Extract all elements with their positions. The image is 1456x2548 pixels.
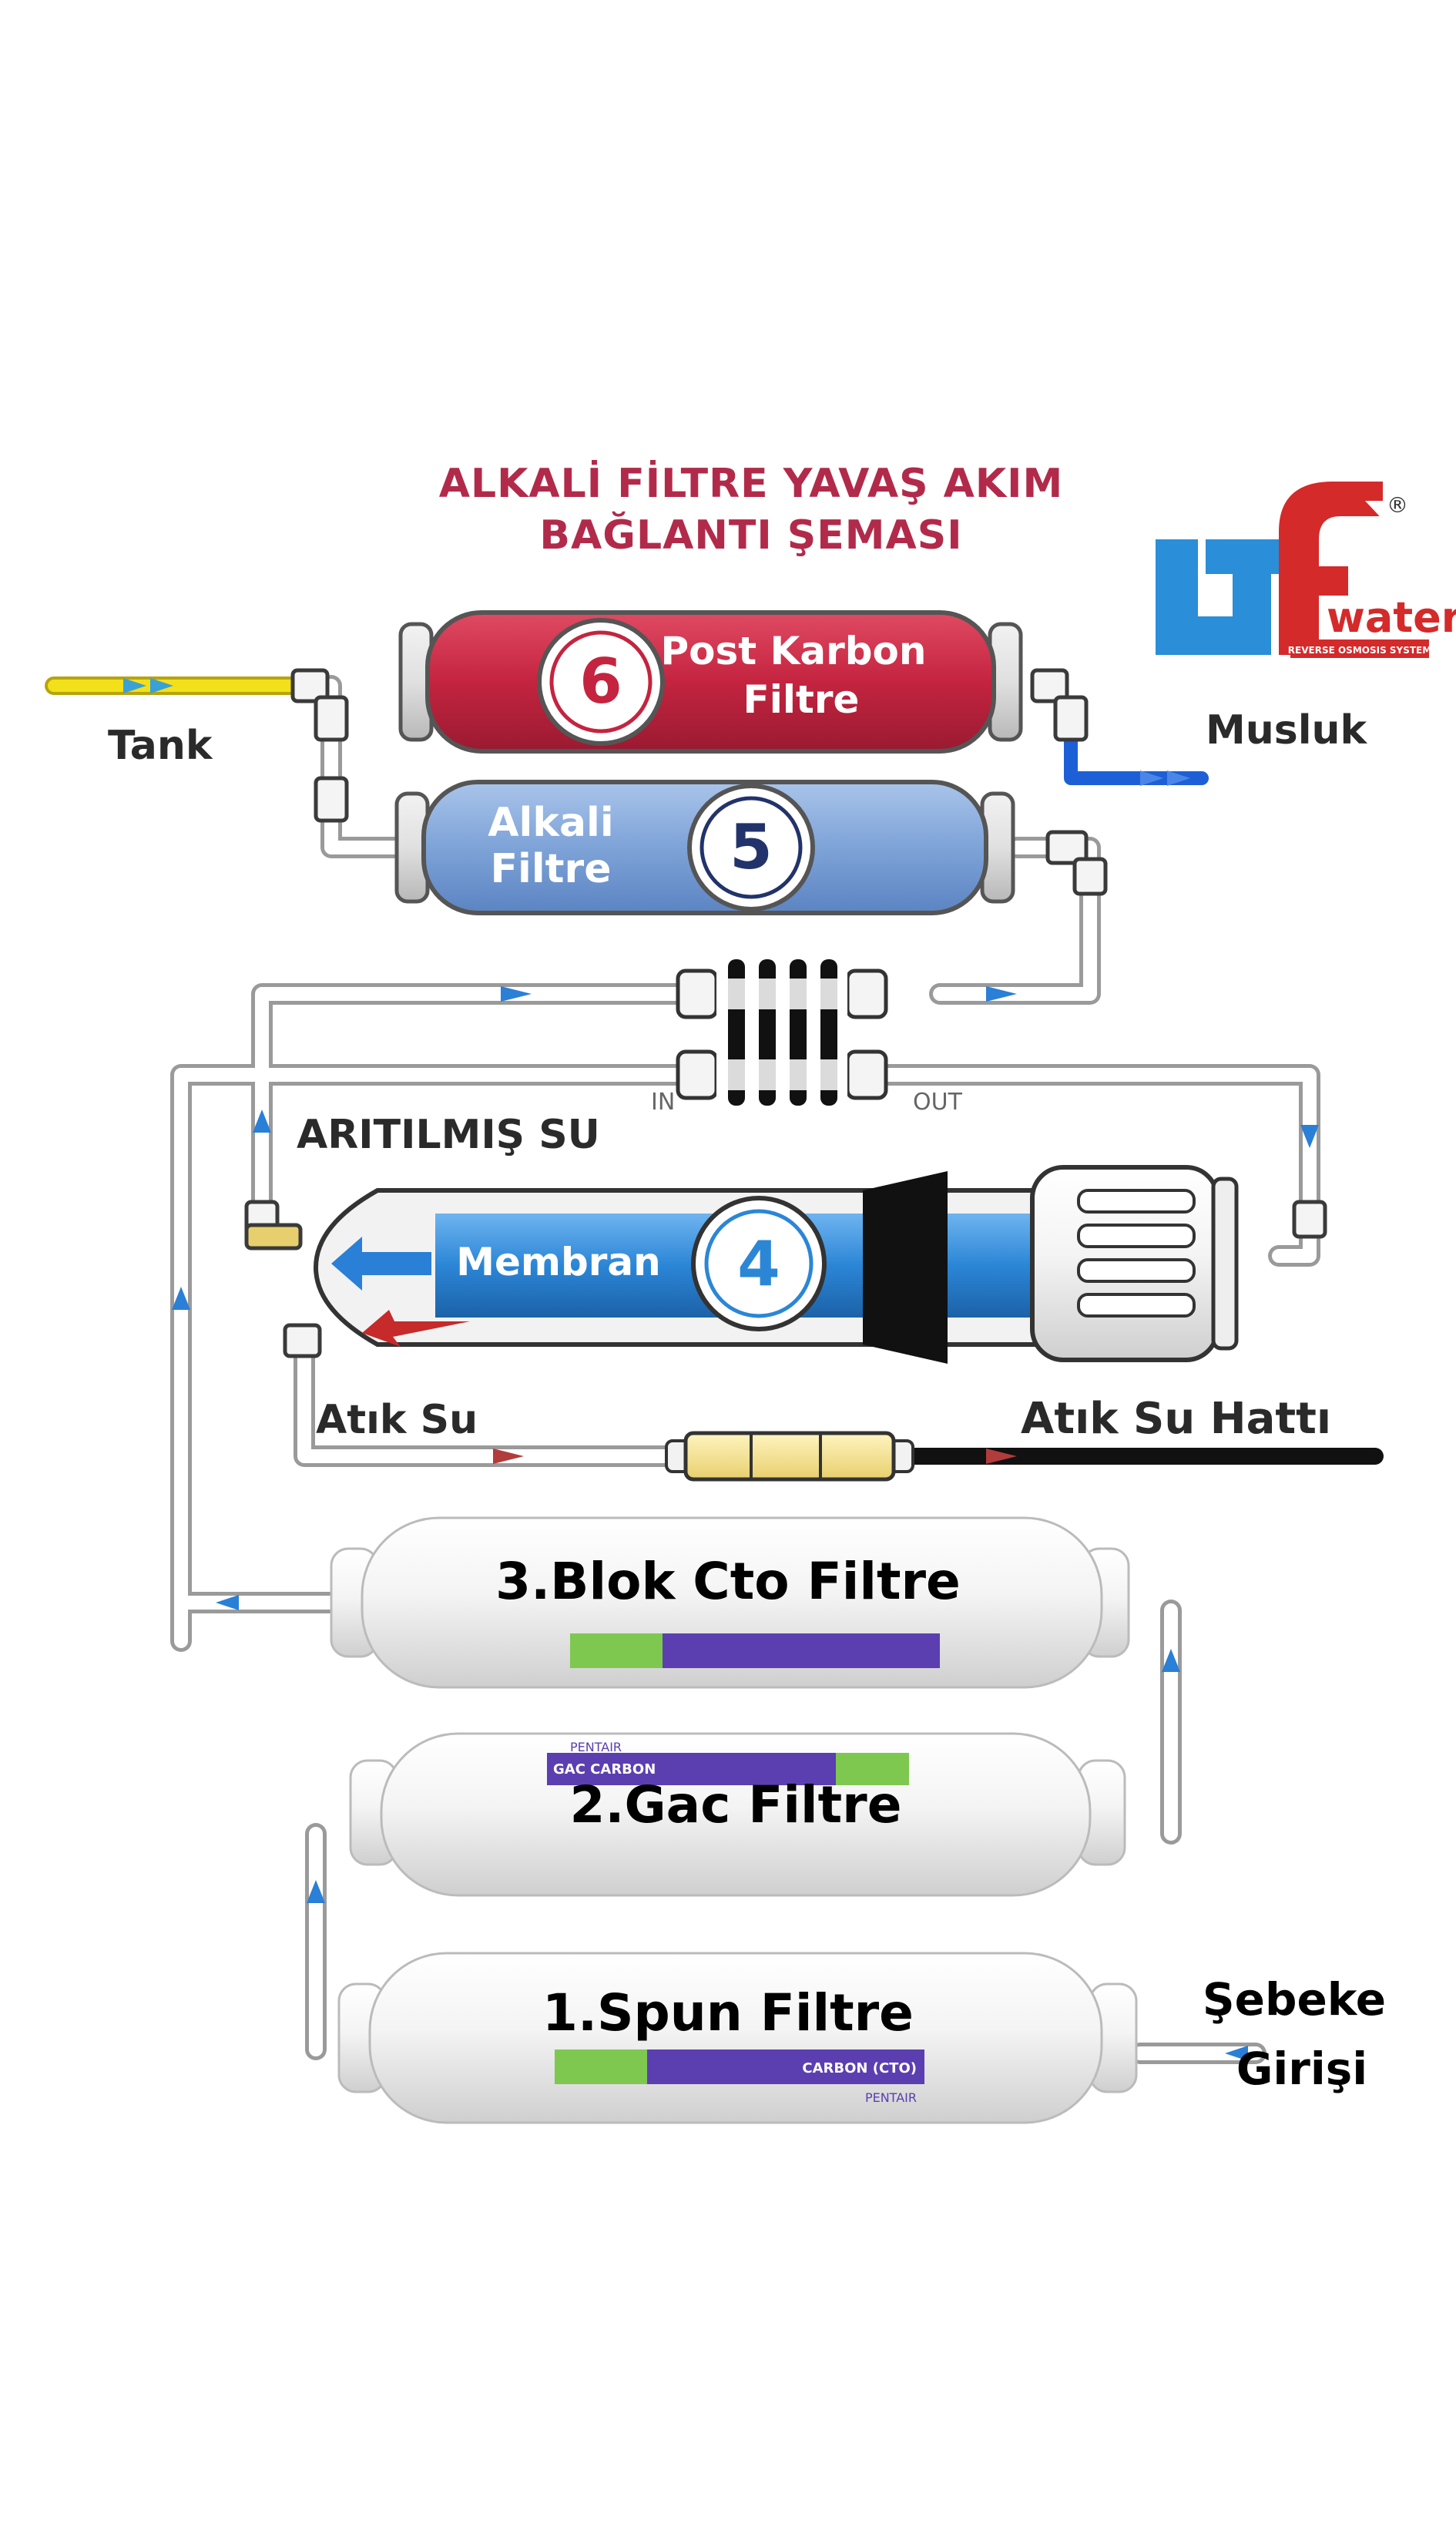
filter-6-label-1: Post Karbon xyxy=(661,629,927,673)
filter-5-alkali: 5 Alkali Filtre xyxy=(394,780,1015,915)
filter-1-product: CARBON (CTO) xyxy=(802,2060,917,2076)
tank-label: Tank xyxy=(108,723,213,769)
flow-arrows xyxy=(123,678,1319,2061)
filter-2-label: 2.Gac Filtre xyxy=(570,1775,902,1835)
filter-5-number: 5 xyxy=(730,811,773,883)
flow-manifold: IN OUT xyxy=(651,959,963,1116)
filter-4-membran: 4 Membran xyxy=(313,1165,1239,1364)
filter-6-label-2: Filtre xyxy=(743,677,860,722)
title-line-2: BAĞLANTI ŞEMASI xyxy=(539,511,962,559)
musluk-label: Musluk xyxy=(1206,707,1368,754)
aritilmis-su-label: ARITILMIŞ SU xyxy=(297,1112,600,1158)
manifold-in-label: IN xyxy=(651,1089,675,1116)
filter-6-number: 6 xyxy=(579,646,622,717)
filter-2-gac: PENTAIR GAC CARBON 2.Gac Filtre xyxy=(349,1732,1126,1897)
waste-flow-restrictor xyxy=(665,1431,914,1482)
filter-3-label: 3.Blok Cto Filtre xyxy=(495,1552,961,1611)
filter-2-product: GAC CARBON xyxy=(553,1761,656,1778)
filter-3-blok-cto: 3.Blok Cto Filtre xyxy=(330,1516,1130,1689)
filter-1-brand: PENTAIR xyxy=(865,2090,917,2105)
atik-su-label: Atık Su xyxy=(316,1397,478,1443)
logo-word: water xyxy=(1327,593,1456,642)
filter-4-number: 4 xyxy=(737,1228,780,1300)
sebeke-label-2: Girişi xyxy=(1236,2043,1367,2095)
filter-6-post-karbon: 6 Post Karbon Filtre xyxy=(398,610,1023,754)
filter-2-brand: PENTAIR xyxy=(570,1740,622,1754)
filter-4-label: Membran xyxy=(456,1240,661,1284)
manifold-out-label: OUT xyxy=(913,1089,963,1116)
filter-5-label-2: Filtre xyxy=(491,846,612,892)
filter-1-spun: CARBON (CTO) PENTAIR 1.Spun Filtre xyxy=(337,1952,1138,2124)
atik-su-hatti-label: Atık Su Hattı xyxy=(1021,1394,1331,1444)
ltf-water-logo: ® water REVERSE OSMOSIS SYSTEM xyxy=(1156,482,1456,658)
title-line-1: ALKALİ FİLTRE YAVAŞ AKIM xyxy=(439,460,1064,507)
logo-registered: ® xyxy=(1387,492,1408,518)
sebeke-label-1: Şebeke xyxy=(1203,1973,1386,2026)
logo-tagline: REVERSE OSMOSIS SYSTEM xyxy=(1288,645,1431,656)
filter-5-label-1: Alkali xyxy=(488,800,613,846)
filter-1-label: 1.Spun Filtre xyxy=(542,1983,914,2043)
fittings xyxy=(244,668,1327,1358)
